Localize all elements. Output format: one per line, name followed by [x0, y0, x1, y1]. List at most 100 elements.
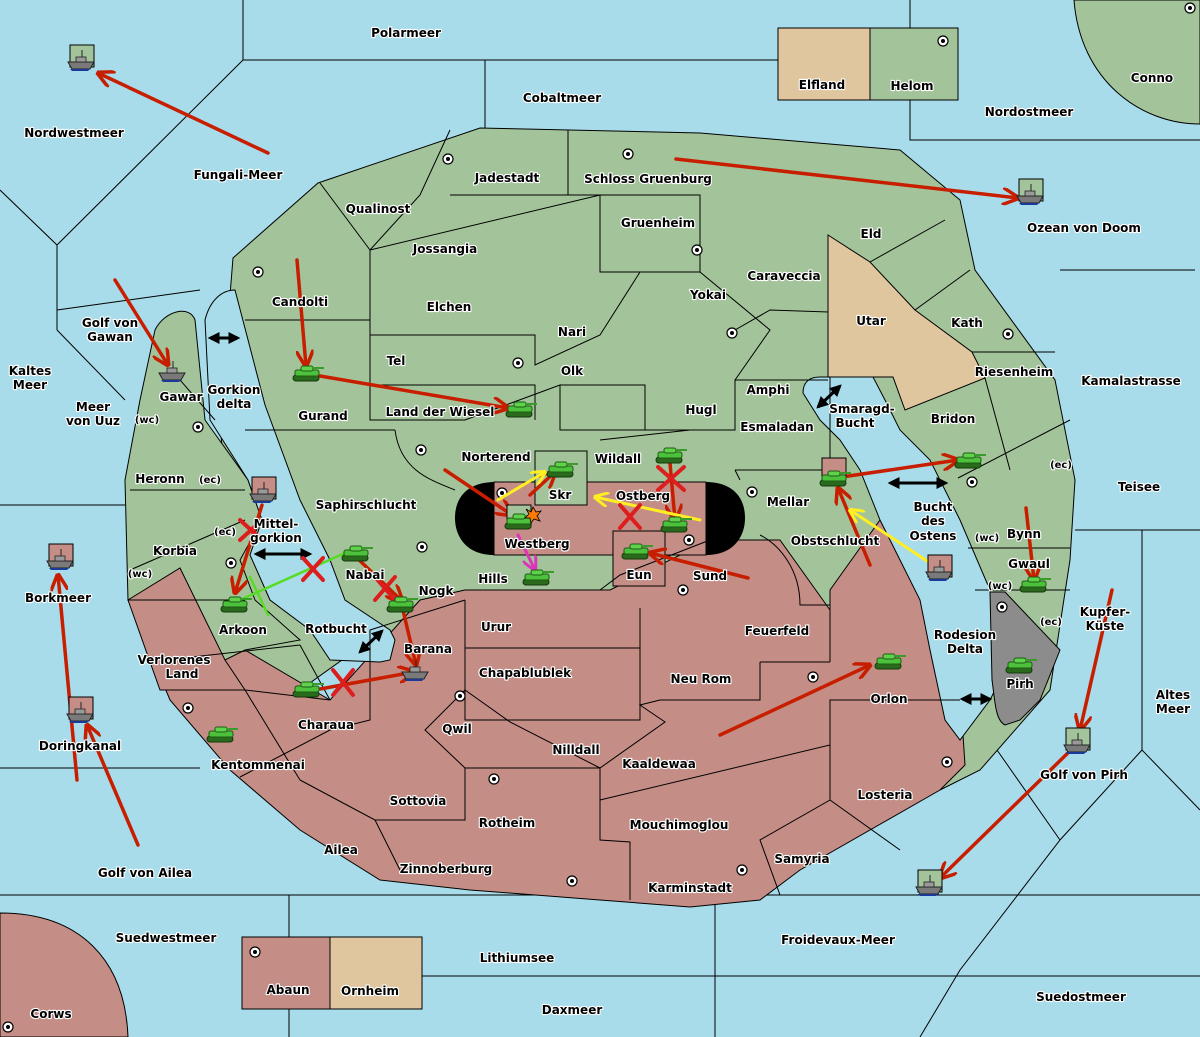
- land-label: Tel: [387, 354, 406, 368]
- land-label: Schloss Gruenburg: [584, 172, 712, 186]
- supply-center-icon: [937, 35, 949, 47]
- move-order: [1026, 506, 1034, 580]
- supply-center-icon: [249, 946, 261, 958]
- supply-center-icon: [1184, 2, 1196, 14]
- land-label: Sund: [693, 569, 727, 583]
- supply-center-icon: [512, 357, 524, 369]
- move-order: [58, 575, 79, 782]
- orders: [58, 73, 1114, 878]
- sea-label: Altes: [1156, 688, 1190, 702]
- land-label: Jadestadt: [474, 171, 540, 185]
- support-order: [113, 278, 168, 365]
- sea-label: Ostens: [910, 529, 957, 543]
- supply-center-icon: [182, 702, 194, 714]
- sea-label: Polarmeer: [371, 26, 441, 40]
- fleet-unit[interactable]: [66, 696, 94, 724]
- supply-center-icon: [1002, 328, 1014, 340]
- coast-tag: (ec): [199, 475, 221, 486]
- land-elfland[interactable]: [777, 27, 871, 101]
- land-label: Ostberg: [616, 489, 670, 503]
- sea-label: Gawan: [87, 330, 133, 344]
- fleet-unit[interactable]: [67, 44, 95, 72]
- sea-label: Suedostmeer: [1036, 990, 1126, 1004]
- land-label: Urur: [481, 620, 511, 634]
- army-unit[interactable]: [819, 457, 852, 487]
- supply-center-icon: [225, 557, 237, 569]
- support-order: [496, 472, 545, 502]
- fleet-unit[interactable]: [925, 554, 953, 582]
- land-label: Nabai: [346, 568, 385, 582]
- sea-label: Borkmeer: [25, 591, 91, 605]
- move-order: [318, 672, 414, 691]
- move-order: [940, 745, 1076, 878]
- land-label: Arkoon: [219, 623, 267, 637]
- land-label: Kaaldewaa: [622, 757, 696, 771]
- sea-label: Golf von Pirh: [1040, 768, 1128, 782]
- sea-label: Kamalastrasse: [1081, 374, 1181, 388]
- supply-center-icon: [941, 756, 953, 768]
- land-label: Gwaul: [1008, 557, 1050, 571]
- land-label: Olk: [561, 364, 584, 378]
- supply-center-icon: [416, 541, 428, 553]
- land-label: Orlon: [870, 692, 907, 706]
- sea-label: Fungali-Meer: [194, 168, 283, 182]
- sea-label: Smaragd-: [829, 402, 894, 416]
- sea-label: delta: [217, 397, 252, 411]
- fleet-unit[interactable]: [46, 543, 74, 571]
- land-verlorenes-land[interactable]: [127, 567, 246, 691]
- land-label: Nogk: [419, 584, 455, 598]
- support-order: [248, 575, 270, 617]
- coast-tag: (ec): [214, 527, 236, 538]
- land-label: Corws: [30, 1007, 71, 1021]
- sea-label: Meer: [1156, 702, 1190, 716]
- coast-tag: (ec): [1050, 460, 1072, 471]
- land-conno[interactable]: [1073, 0, 1200, 125]
- land-label: Nilldall: [552, 743, 599, 757]
- land-ornheim[interactable]: [329, 936, 423, 1010]
- sea-label: Doringkanal: [39, 739, 121, 753]
- convoy-order: [516, 533, 535, 570]
- sea-label: Meer: [76, 400, 110, 414]
- land-label: Eun: [626, 568, 651, 582]
- sea-label: Ozean von Doom: [1027, 221, 1141, 235]
- sea-label: Küste: [1086, 619, 1125, 633]
- fleet-unit[interactable]: [1016, 178, 1044, 206]
- land-label: Gawar: [159, 390, 202, 404]
- supply-center-icon: [488, 773, 500, 785]
- sea-label: Bucht: [913, 500, 952, 514]
- land-label: Charaua: [298, 718, 354, 732]
- supply-center-icon: [683, 534, 695, 546]
- land-label: Qwil: [442, 722, 472, 736]
- sea-label: Suedwestmeer: [116, 931, 217, 945]
- supply-center-icon: [442, 153, 454, 165]
- coast-tag: (wc): [975, 533, 999, 544]
- move-order: [235, 503, 264, 593]
- support-order: [838, 488, 872, 567]
- sea-label: Nordostmeer: [985, 105, 1074, 119]
- land-label: Mouchimoglou: [630, 818, 729, 832]
- land-label: Helom: [890, 79, 933, 93]
- land-corws[interactable]: [0, 912, 129, 1037]
- fleet-unit[interactable]: [915, 869, 943, 897]
- sea-label: Delta: [947, 642, 983, 656]
- sea-label: Rodesion: [934, 628, 996, 642]
- sea-label: Gorkion: [208, 383, 261, 397]
- land-label: Land der Wiesel: [386, 405, 495, 419]
- supply-center-icon: [996, 601, 1008, 613]
- sea-label: Golf von: [82, 316, 138, 330]
- land-label: Wildall: [595, 452, 641, 466]
- land-label: Pirh: [1006, 677, 1033, 691]
- fleet-unit[interactable]: [249, 476, 277, 504]
- explosion-icon: [524, 506, 542, 524]
- connections: [207, 332, 993, 705]
- red-x-icon: [238, 518, 264, 542]
- land-label: Skr: [549, 488, 572, 502]
- fleet-unit[interactable]: [1063, 727, 1091, 755]
- supply-center-icon: [2, 1021, 14, 1033]
- land-label: Riesenheim: [975, 365, 1054, 379]
- land-label: Obstschlucht: [791, 534, 880, 548]
- double-arrow-icon: [358, 629, 384, 654]
- supply-center-icon: [736, 864, 748, 876]
- land-label: Kentommenai: [211, 758, 305, 772]
- supply-center-icon: [415, 444, 427, 456]
